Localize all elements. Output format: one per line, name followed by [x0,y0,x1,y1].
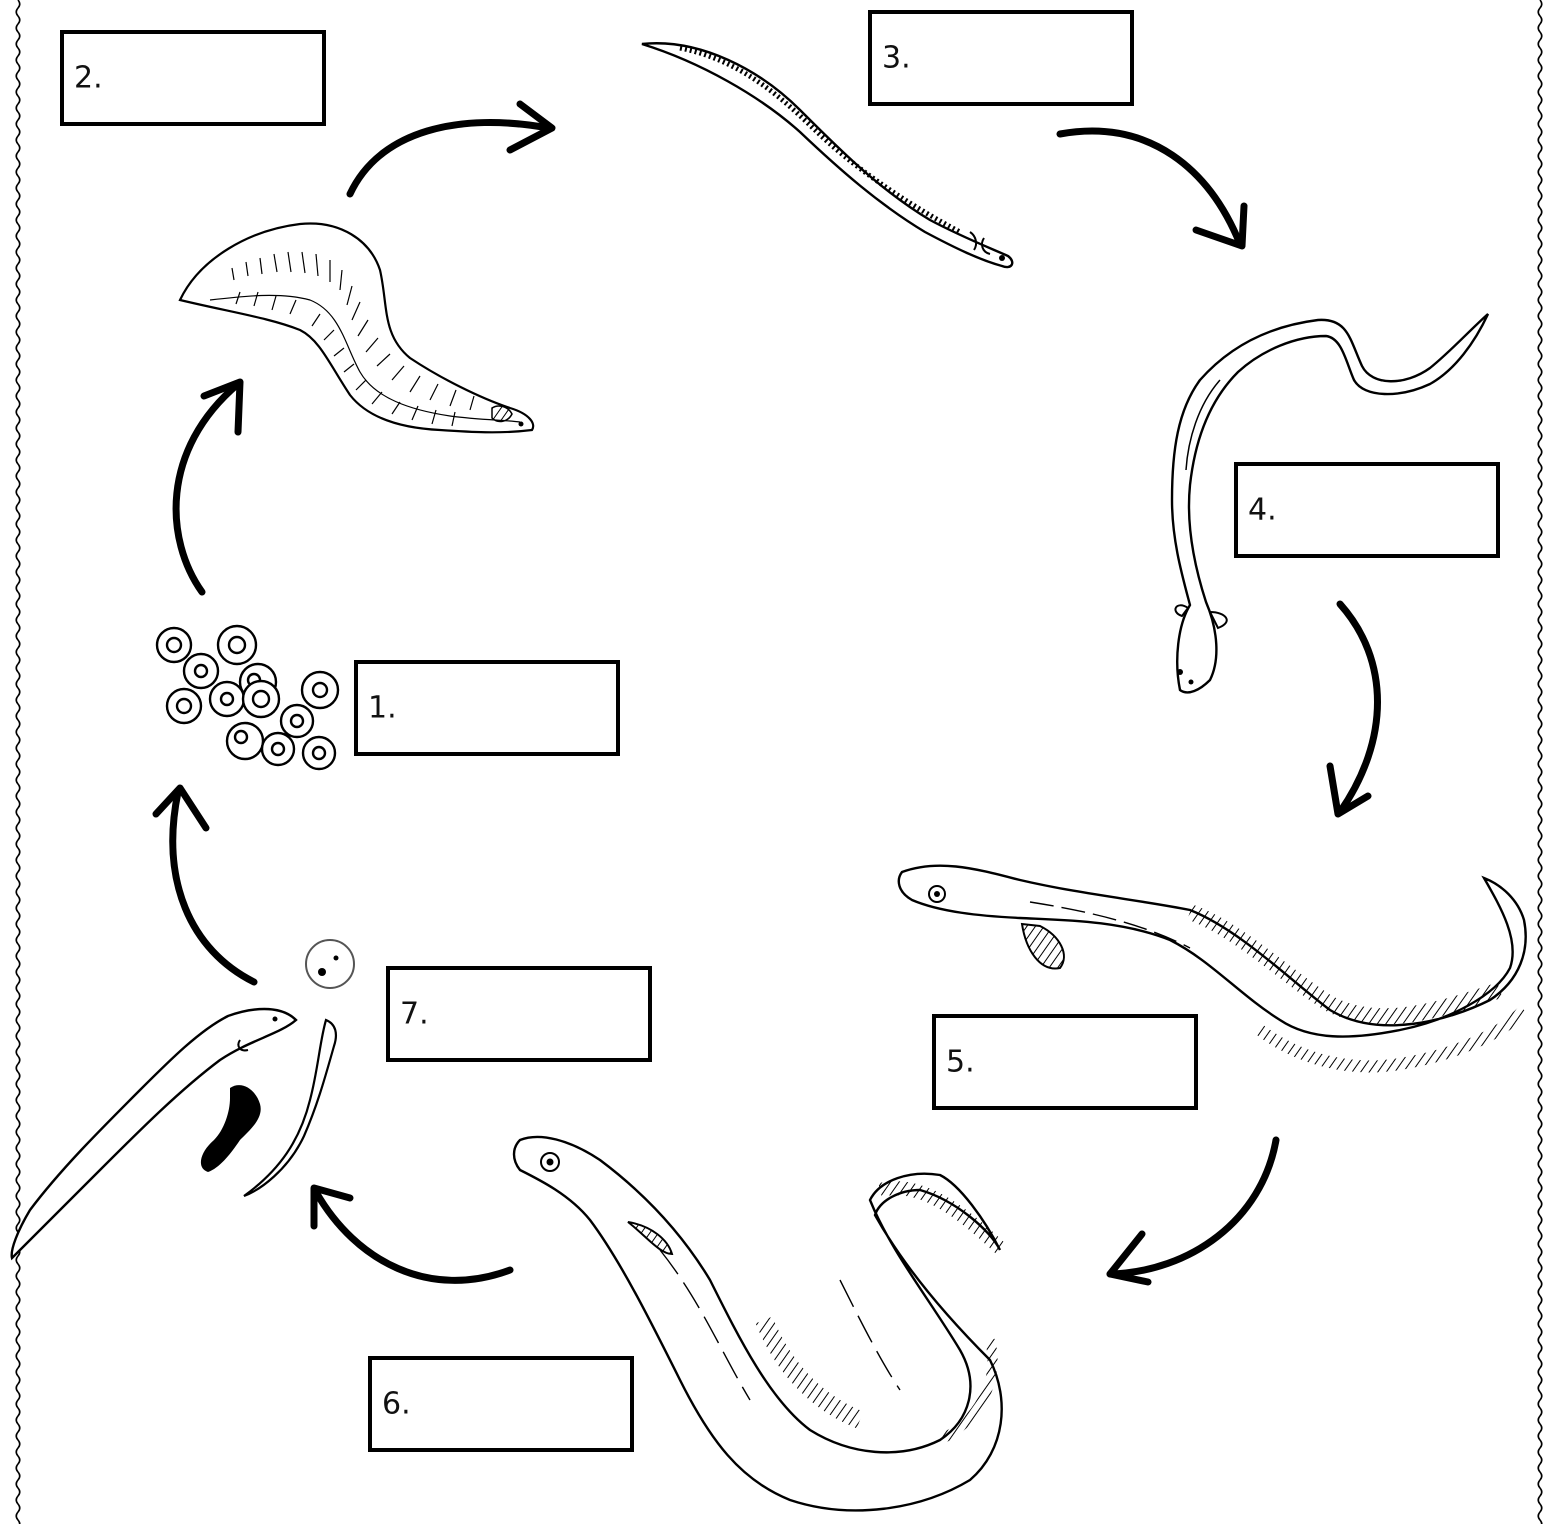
elver-icon [1172,314,1488,692]
label-box-3[interactable]: 3. [868,10,1134,106]
label-number-7: 7. [400,996,429,1032]
label-box-6[interactable]: 6. [368,1356,634,1452]
label-box-2[interactable]: 2. [60,30,326,126]
yellow-eel-icon [899,866,1526,1067]
label-number-3: 3. [882,40,911,76]
arrow-4-to-5-head [1330,766,1368,814]
label-box-7[interactable]: 7. [386,966,652,1062]
silver-eel-icon [514,1137,1002,1510]
arrow-3-to-4 [1060,131,1240,244]
arrow-4-to-5 [1340,604,1378,812]
label-number-4: 4. [1248,492,1277,528]
arrow-5-to-6 [1110,1140,1276,1274]
label-box-1[interactable]: 1. [354,660,620,756]
label-box-4[interactable]: 4. [1234,462,1500,558]
arrow-6-to-7 [316,1192,510,1280]
arrow-5-to-6-head [1110,1234,1148,1282]
glass-eel-icon [642,43,1012,267]
label-number-2: 2. [74,60,103,96]
arrow-3-to-4-head [1196,206,1244,246]
cycle-arrow-icon [156,104,1378,1282]
arrow-2-to-3 [350,123,548,194]
label-number-5: 5. [946,1044,975,1080]
right-wavy-border [1538,0,1542,1524]
left-wavy-border [16,0,20,1524]
spawning-eels-icon [12,940,354,1258]
arrow-2-to-3-head [510,104,552,150]
label-box-5[interactable]: 5. [932,1014,1198,1110]
arrow-1-to-2-head [204,382,240,432]
leptocephalus-larva-icon [180,223,533,432]
arrow-7-to-1-head [156,788,206,828]
label-number-6: 6. [382,1386,411,1422]
label-number-1: 1. [368,690,397,726]
arrow-1-to-2 [176,384,238,592]
arrow-7-to-1 [173,792,254,982]
eggs-icon [157,626,338,769]
arrow-6-to-7-head [314,1188,350,1226]
